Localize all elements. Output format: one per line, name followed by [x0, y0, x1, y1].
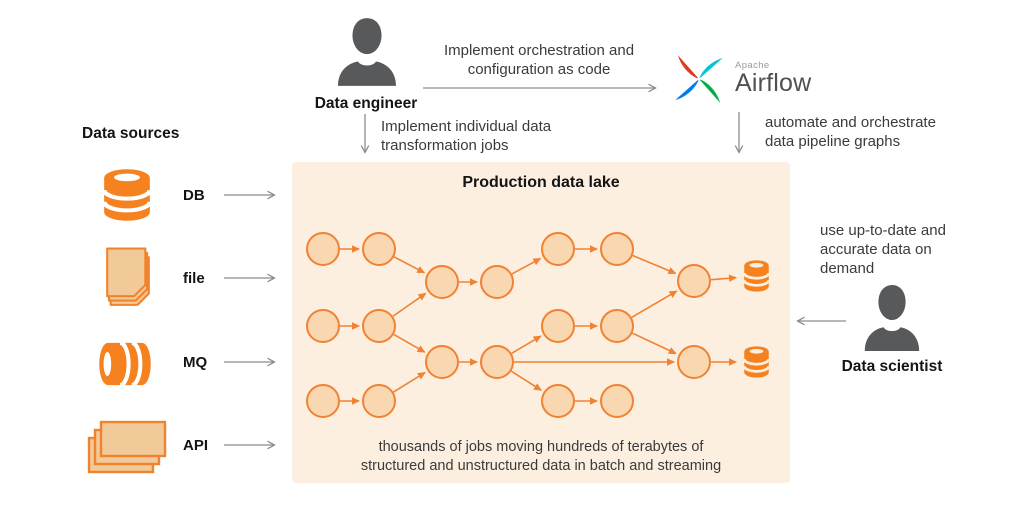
source-label-db: DB — [183, 187, 205, 204]
lake-output-db-icon — [742, 345, 771, 379]
data-scientist-label: Data scientist — [841, 358, 943, 375]
api-icon — [87, 418, 169, 476]
production-data-lake-box: Production data lake thousands of jobs m… — [292, 162, 790, 483]
lake-caption: thousands of jobs moving hundreds of ter… — [360, 439, 722, 474]
data-scientist-icon — [862, 283, 922, 353]
orchestration-annotation: Implement orchestration and configuratio… — [443, 42, 635, 78]
use-data-annotation: use up-to-date and accurate data on dema… — [820, 222, 946, 277]
lake-title: Production data lake — [462, 174, 620, 191]
automate-annotation: automate and orchestrate data pipeline g… — [765, 114, 936, 150]
source-label-api: API — [183, 437, 209, 454]
file-icon — [102, 245, 154, 311]
airflow-brand-text: Apache — [735, 60, 770, 71]
source-label-mq: MQ — [183, 354, 208, 371]
message-queue-icon — [99, 336, 151, 392]
source-label-file: file — [183, 270, 205, 287]
database-icon — [100, 167, 154, 223]
lake-output-db-icon — [742, 259, 771, 293]
airflow-name-text: Airflow — [735, 69, 812, 97]
transformation-annotation: Implement individual data transformation… — [381, 118, 552, 154]
airflow-wordmark: Apache Airflow — [735, 60, 812, 97]
data-engineer-icon — [335, 16, 399, 88]
airflow-logo-icon — [671, 52, 727, 106]
data-engineer-label: Data engineer — [314, 95, 418, 112]
data-sources-heading: Data sources — [82, 125, 180, 142]
